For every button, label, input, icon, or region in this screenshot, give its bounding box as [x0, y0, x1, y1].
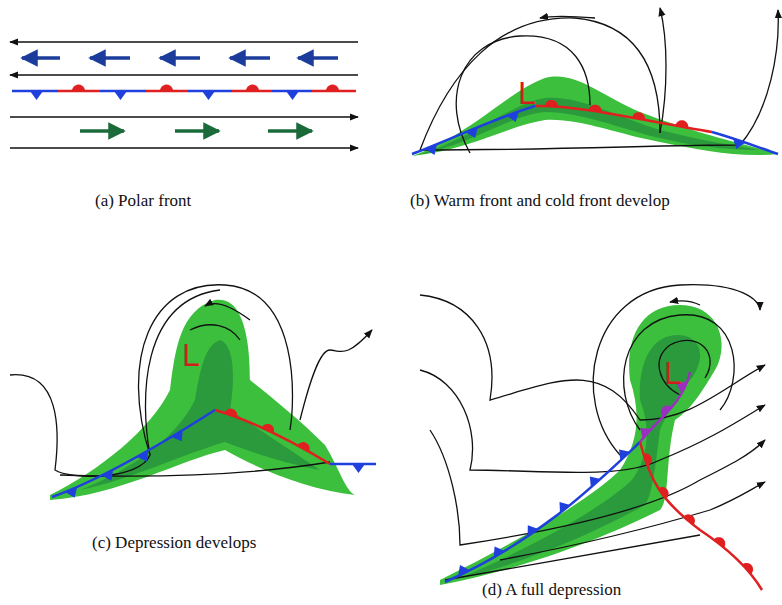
westerly-wind-arrows [80, 129, 312, 133]
warm-front-semicircle [589, 105, 602, 113]
low-pressure-symbol: L [182, 338, 214, 372]
cold-front-triangle [590, 477, 601, 488]
cold-front-triangle [352, 464, 365, 473]
streamline [60, 462, 330, 476]
rain-band [418, 98, 760, 155]
streamline [670, 301, 700, 305]
developing-depression-panel [10, 285, 376, 500]
cold-front-triangle [458, 565, 470, 576]
streamline [659, 340, 710, 395]
warm-front-semicircle [326, 85, 339, 92]
cold-front-triangle [560, 502, 571, 513]
warm-front-semicircle [714, 537, 726, 547]
streamline [420, 10, 778, 150]
cold-front [52, 410, 215, 497]
streamline [445, 535, 700, 580]
streamline [420, 370, 765, 473]
cold-front-triangle [102, 470, 114, 481]
warm-front-semicircle [658, 487, 668, 499]
warm-front [215, 410, 330, 464]
warm-front-semicircle [545, 100, 558, 107]
streamline [10, 116, 358, 117]
warm-front-semicircle [160, 85, 173, 92]
warm-front-semicircle [632, 112, 645, 120]
warm-front-semicircle [262, 424, 274, 433]
cold-front-triangle [30, 91, 43, 100]
streamline [540, 17, 595, 19]
warm-front [535, 106, 712, 132]
streamline [139, 285, 293, 455]
cold-front-triangle [466, 127, 478, 138]
warm-front [640, 442, 762, 590]
cold-front-triangle [528, 525, 539, 536]
panel-caption: (a) Polar front [95, 189, 295, 212]
cloud-band [50, 300, 355, 500]
cold-front-triangle [65, 487, 77, 498]
streamline [420, 18, 660, 150]
warm-front-semicircle [72, 85, 85, 92]
cold-front [712, 132, 778, 154]
streamline [300, 330, 372, 420]
low-pressure-symbol: L [518, 76, 550, 110]
cold-front-triangle [137, 451, 148, 462]
cold-front-triangle [286, 91, 299, 100]
cold-front-triangle [202, 91, 215, 100]
cold-front-triangle [494, 546, 505, 557]
streamline [420, 295, 765, 420]
streamline [10, 41, 358, 42]
full-depression-panel [420, 285, 765, 590]
streamline [456, 36, 590, 153]
easterly-wind-arrows [22, 56, 338, 60]
cold-front-triangle [640, 428, 651, 439]
warm-front-semicircle [298, 442, 310, 452]
cloud-band [412, 76, 778, 156]
warm-front-semicircle [225, 409, 238, 418]
warm-front-semicircle [683, 514, 695, 525]
panel-caption: (c) Depression develops [92, 531, 352, 554]
streamline [10, 290, 220, 476]
cold-front-triangle [507, 111, 519, 122]
streamline [430, 430, 765, 545]
cold-front-triangle [114, 91, 127, 100]
polar-front-panel [10, 42, 358, 148]
warm-front-semicircle [246, 85, 259, 92]
warm-front-semicircle [661, 406, 672, 417]
cold-front-triangle [425, 144, 437, 155]
cold-front-triangle [172, 430, 183, 441]
front-symbols [30, 85, 753, 577]
warm-front-semicircle [675, 120, 688, 128]
streamline [660, 8, 666, 133]
panel-caption: (d) A full depression [482, 578, 742, 601]
cold-front-triangle [733, 138, 745, 149]
cold-front-triangle [619, 450, 630, 461]
streamline [624, 315, 735, 430]
streamline [10, 74, 358, 75]
warm-front-semicircle [742, 563, 753, 574]
streamline [205, 304, 250, 320]
low-pressure-symbol: L [664, 356, 696, 390]
warm-front-semicircle [643, 453, 652, 466]
streamline [593, 285, 760, 455]
cold-front [412, 106, 535, 154]
streamline [10, 147, 358, 148]
wave-panel [412, 8, 778, 156]
cold-front [445, 442, 640, 582]
panel-caption: (b) Warm front and cold front develop [410, 189, 755, 212]
